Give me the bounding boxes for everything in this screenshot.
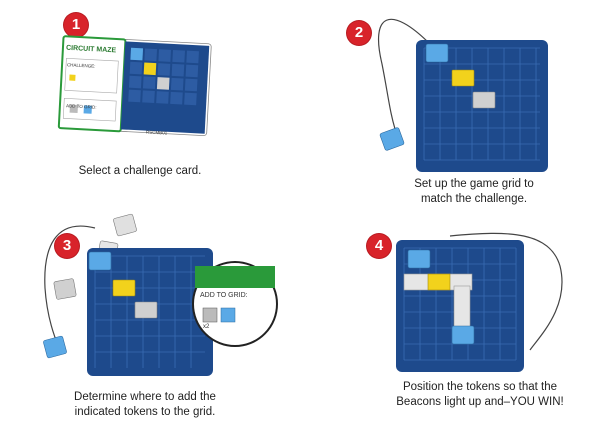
step-1-badge: 1 xyxy=(64,13,88,37)
zoom-add-to-grid-label: ADD TO GRID: xyxy=(200,292,248,299)
step-3-badge: 3 xyxy=(55,234,79,258)
step-2-caption: Set up the game grid to match the challe… xyxy=(414,178,534,205)
game-grid-step-2 xyxy=(378,18,548,172)
zoom-multiplier: x2 xyxy=(203,324,210,330)
step-1-caption: Select a challenge card. xyxy=(78,165,202,177)
card-code: RSCMB01 xyxy=(145,129,168,136)
challenge-card-illustration xyxy=(57,35,212,137)
step-2-badge: 2 xyxy=(347,21,371,45)
step-4-caption: Position the tokens so that the Beacons … xyxy=(396,381,564,408)
step-4-badge: 4 xyxy=(367,234,391,258)
game-grid-step-3 xyxy=(43,213,278,376)
step-3-caption: Determine where to add the indicated tok… xyxy=(74,391,216,418)
game-grid-step-4 xyxy=(396,232,563,372)
